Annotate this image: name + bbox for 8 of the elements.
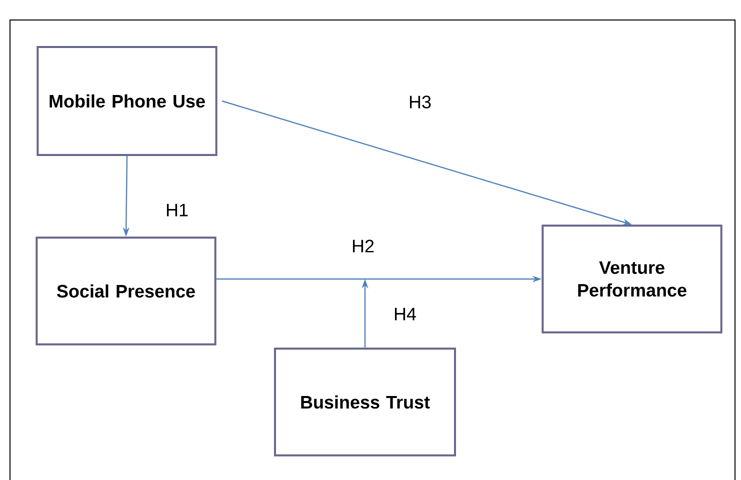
box: Social Presence	[36, 236, 216, 346]
edge-label: H3	[407, 94, 433, 110]
edge-label: H2	[350, 238, 376, 254]
box: Mobile Phone Use	[36, 46, 218, 156]
box: Business Trust	[274, 348, 456, 456]
edge-label: H4	[392, 306, 418, 322]
box: Venture Performance	[542, 224, 722, 334]
edge-label: H1	[164, 202, 190, 218]
